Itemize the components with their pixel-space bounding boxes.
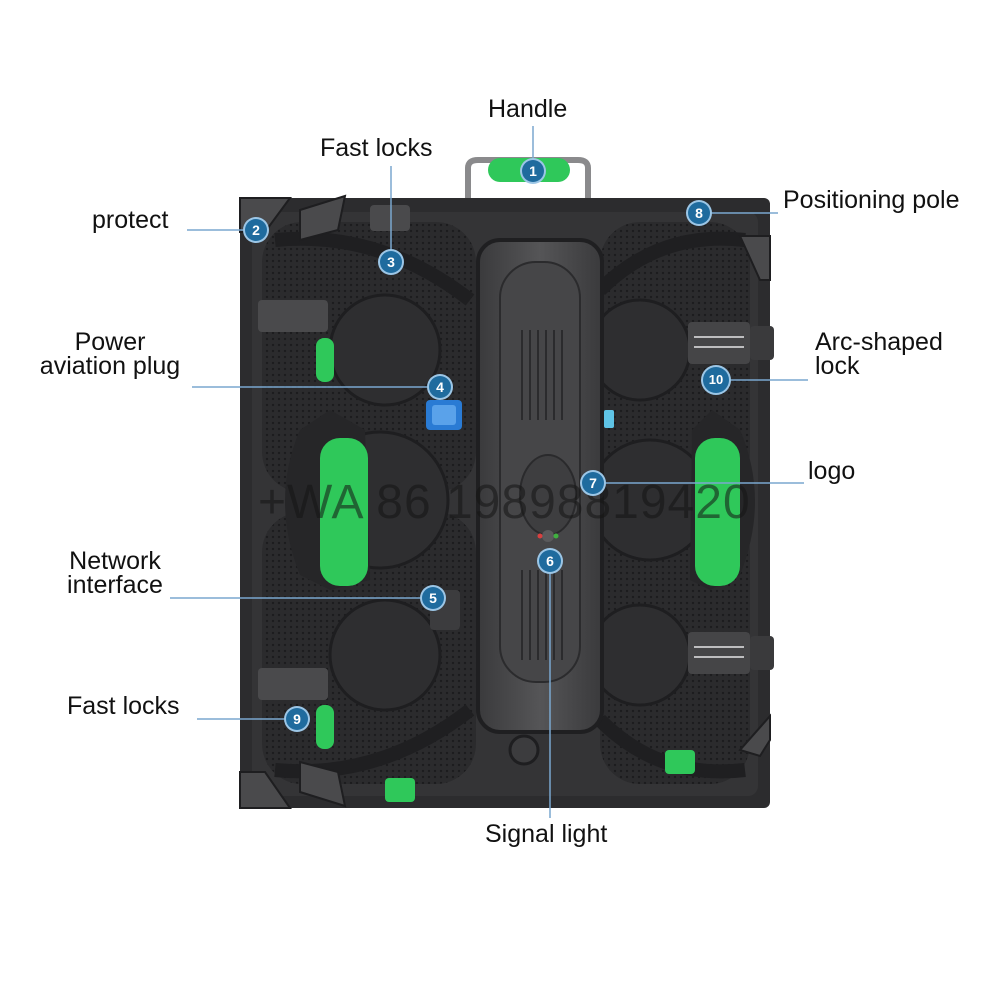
watermark-text: +WA 86 19898819420 (258, 476, 751, 529)
label-signal-light: Signal light (485, 820, 608, 848)
label-arc-lock-line2: lock (815, 352, 860, 380)
side-grips (285, 410, 755, 590)
left-grip (320, 438, 368, 586)
badge-4: 4 (429, 376, 451, 398)
leader-lines (170, 126, 808, 818)
central-housing (476, 238, 604, 734)
label-fast-locks-top: Fast locks (320, 134, 433, 162)
label-power-plug-line2: aviation plug (39, 352, 181, 380)
label-network-line2: interface (67, 571, 163, 599)
right-grip (695, 438, 740, 586)
badge-9: 9 (286, 708, 308, 730)
badge-7: 7 (582, 472, 604, 494)
label-power-plug-line1: Power (74, 328, 146, 356)
label-handle: Handle (488, 95, 568, 123)
label-positioning-pole: Positioning pole (783, 186, 960, 214)
badge-3: 3 (380, 251, 402, 273)
badge-10: 10 (703, 367, 729, 393)
signal-light-led (542, 530, 554, 542)
badge-5: 5 (422, 587, 444, 609)
badge-6: 6 (539, 550, 561, 572)
badge-2: 2 (245, 219, 267, 241)
label-protect: protect (92, 206, 169, 234)
module-discs (310, 293, 712, 712)
badge-8: 8 (688, 202, 710, 224)
arc-shaped-locks (688, 322, 774, 674)
label-network-line1: Network (69, 547, 161, 575)
fast-lock-latches (258, 205, 695, 802)
label-arc-lock-line1: Arc-shaped (815, 328, 943, 356)
label-fast-locks-bottom: Fast locks (67, 692, 180, 720)
label-logo: logo (808, 457, 856, 485)
badge-1: 1 (522, 160, 544, 182)
bottom-connector (508, 734, 540, 766)
